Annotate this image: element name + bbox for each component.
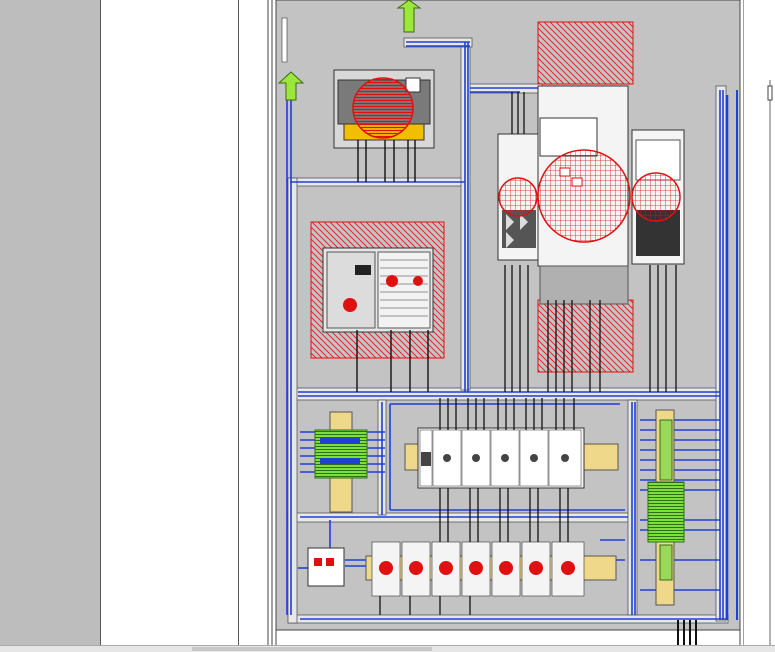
cable-exit	[677, 620, 697, 645]
highlight-circle	[352, 77, 414, 139]
side-tag	[281, 17, 288, 63]
drive-center[interactable]	[537, 85, 631, 305]
contactor-row[interactable]	[365, 541, 617, 597]
drive-left[interactable]	[497, 133, 541, 261]
horizontal-scrollbar[interactable]	[0, 645, 775, 652]
contactor-relay[interactable]	[307, 547, 345, 587]
left-panel-gutter	[239, 0, 266, 645]
cabinet-layout-diagram[interactable]	[266, 0, 775, 645]
hatched-zone-mid	[537, 299, 634, 373]
drive-right[interactable]	[631, 129, 685, 265]
drive-wires	[504, 92, 677, 392]
psu-wires	[357, 140, 416, 182]
hatched-zone-top	[537, 21, 634, 85]
terminal-strip-right[interactable]	[647, 409, 685, 606]
breaker-row[interactable]	[404, 427, 619, 489]
scrollbar-thumb[interactable]	[192, 647, 432, 651]
left-panel-gray	[0, 0, 101, 645]
contactor-wires	[379, 488, 569, 615]
power-supply-unit[interactable]	[333, 69, 435, 149]
plc-wires	[356, 330, 429, 392]
terminal-block-left[interactable]	[314, 411, 368, 513]
breaker-wires	[439, 398, 575, 430]
arrow-up-icon	[277, 0, 422, 101]
left-panel-white	[101, 0, 239, 645]
plc-module[interactable]	[310, 221, 445, 359]
